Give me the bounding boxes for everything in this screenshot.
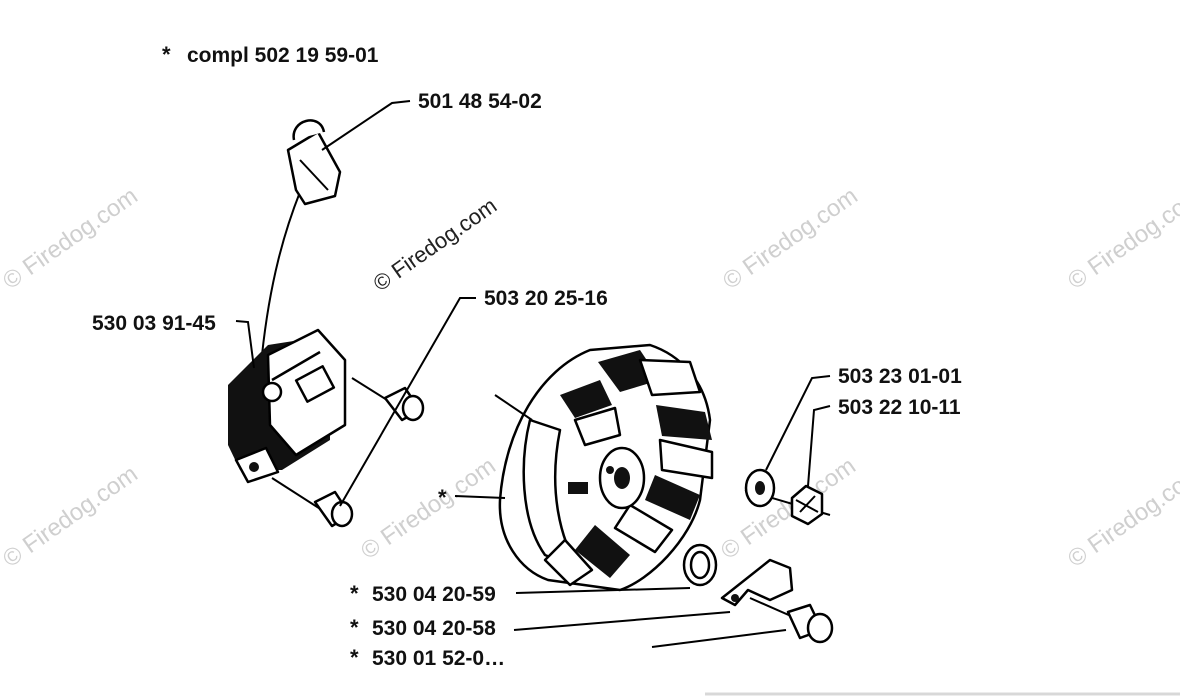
watermark-main: © Firedog.com xyxy=(369,193,502,296)
leader-flywheel-top xyxy=(494,394,533,421)
nut xyxy=(790,484,824,526)
leader-screw xyxy=(339,297,476,507)
header-note: compl 502 19 59-01 xyxy=(187,44,379,67)
switch-plate xyxy=(720,558,794,607)
callout-item3-star: * xyxy=(350,645,359,670)
plate-screw xyxy=(749,597,834,644)
watermark-text: © Firedog.com xyxy=(356,452,501,565)
module-screw-lower xyxy=(271,477,354,528)
flywheel xyxy=(498,343,714,592)
callout-item1: 530 04 20-59 xyxy=(372,583,496,606)
callout-screw: 503 20 25-16 xyxy=(484,287,608,310)
ignition-module-body xyxy=(228,328,347,484)
watermark-text: © Firedog.com xyxy=(0,460,143,573)
leader-module xyxy=(235,320,255,369)
leader-nut xyxy=(807,405,831,487)
callout-nut: 503 22 10-11 xyxy=(838,396,961,419)
callout-washer: 503 23 01-01 xyxy=(838,365,962,388)
watermark-text: © Firedog.com xyxy=(718,182,863,295)
watermark-text: © Firedog.com xyxy=(1063,460,1180,573)
spark-plug-cap xyxy=(286,119,342,206)
leader-item3 xyxy=(651,629,787,648)
callout-item2-star: * xyxy=(350,615,359,640)
ignition-module-assembly xyxy=(228,119,347,484)
watermark-text: © Firedog.com xyxy=(0,182,143,295)
spacer-ring xyxy=(682,543,718,587)
watermark-text: © Firedog.com xyxy=(1063,182,1180,295)
watermark-text: © Firedog.com xyxy=(716,452,861,565)
callout-item1-star: * xyxy=(350,581,359,606)
callout-flywheel-star: * xyxy=(438,485,447,510)
leader-cable xyxy=(321,100,411,151)
callout-item3: 530 01 52-0… xyxy=(372,647,505,670)
leader-item2 xyxy=(513,611,731,631)
header-asterisk: * xyxy=(162,42,171,67)
ht-cable xyxy=(261,191,301,356)
module-screw-upper xyxy=(351,377,425,422)
callout-ignition-module: 530 03 91-45 xyxy=(92,312,216,335)
callout-cable: 501 48 54-02 xyxy=(418,90,542,113)
washer xyxy=(744,468,831,516)
callout-item2: 530 04 20-58 xyxy=(372,617,496,640)
leader-flywheel xyxy=(454,495,506,499)
leader-washer xyxy=(765,375,831,471)
leader-item1 xyxy=(515,587,691,594)
